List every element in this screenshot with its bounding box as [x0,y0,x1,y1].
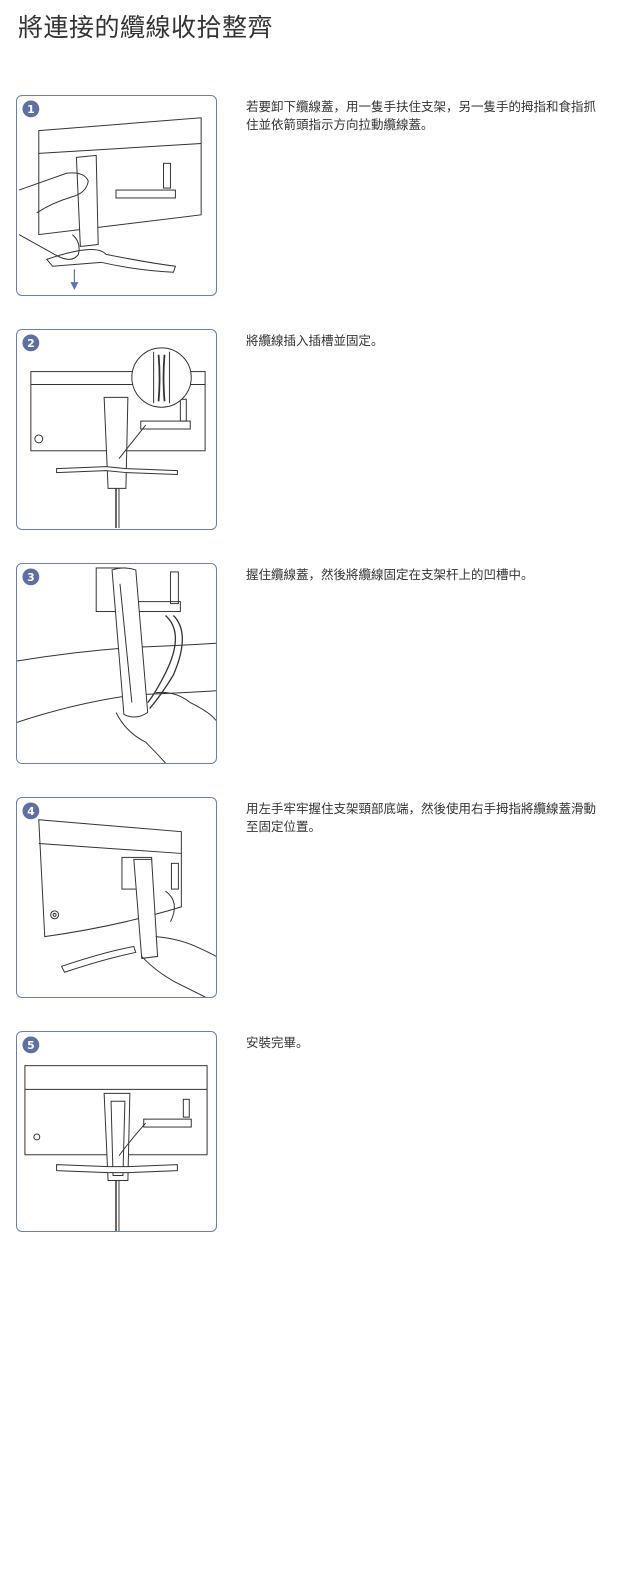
step-4-text: 用左手牢牢握住支架頸部底端，然後使用右手拇指將纜線蓋滑動至固定位置。 [246,801,597,834]
step-2: 2 將纜線插入插槽並固定。 [0,329,638,539]
slide-cable-cover-illustration [38,819,216,997]
step-5: 5 安裝完畢。 [0,1031,638,1241]
monitor-remove-cable-cover-illustration [18,117,202,291]
step-3-text: 握住纜線蓋，然後將纜線固定在支架杆上的凹槽中。 [246,567,534,582]
step-2-text: 將纜線插入插槽並固定。 [246,333,384,348]
step-5-illustration: 5 [16,1031,217,1232]
step-1: 1 若要卸下纜線蓋，用一隻手扶住支架，另一隻手的拇指和食指抓住並依箭頭指示方向拉… [0,95,638,305]
step-4: 4 用左手牢牢握住支架頸部底端，然後使用右手拇指將纜線蓋滑動至固定位置。 [0,797,638,1007]
secure-cable-groove-illustration [17,567,216,763]
step-4-illustration: 4 [16,797,217,998]
step-1-text: 若要卸下纜線蓋，用一隻手扶住支架，另一隻手的拇指和食指抓住並依箭頭指示方向拉動纜… [246,99,597,132]
step-3: 3 握住纜線蓋，然後將纜線固定在支架杆上的凹槽中。 [0,563,638,773]
step-5-text: 安裝完畢。 [246,1035,309,1050]
insert-cable-slot-illustration [30,347,206,529]
step-3-illustration: 3 [16,563,217,764]
step-1-illustration: 1 [16,95,217,296]
page-title: 將連接的纜線收拾整齊 [18,13,274,42]
installation-complete-illustration [24,1065,208,1231]
step-2-illustration: 2 [16,329,217,530]
